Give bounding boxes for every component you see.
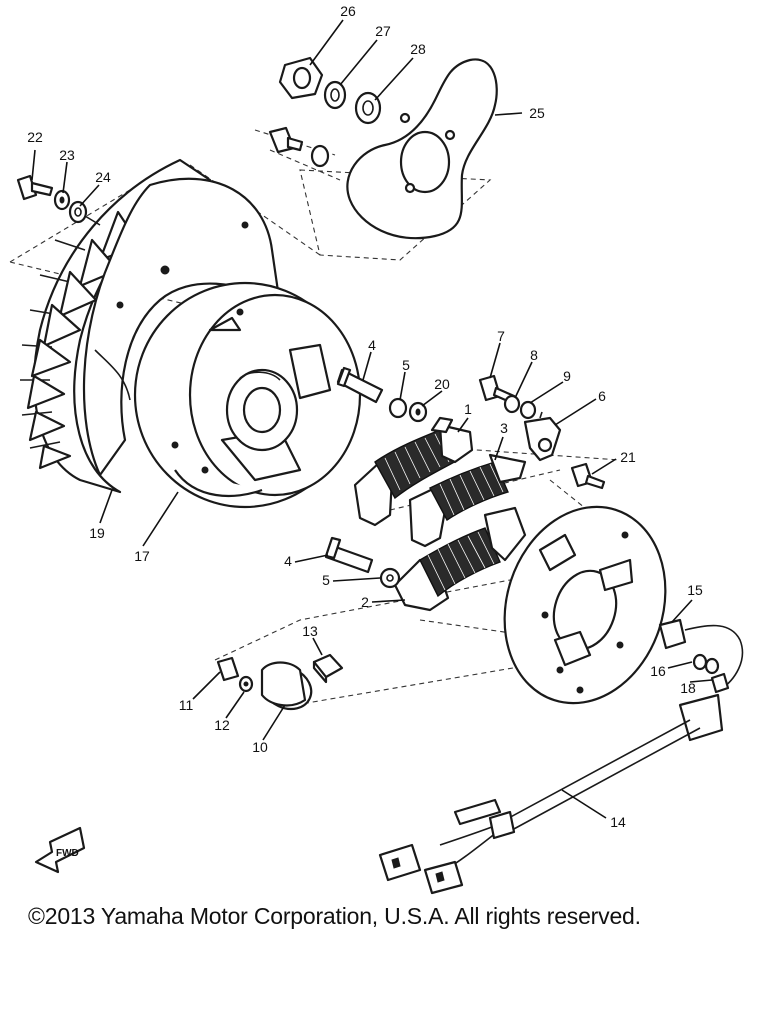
nut-26[interactable] (278, 56, 324, 100)
callout-26: 26 (340, 3, 356, 19)
washer-12[interactable] (238, 675, 254, 693)
callout-8: 8 (530, 347, 538, 363)
washer-17[interactable] (692, 653, 720, 675)
screw-20[interactable] (570, 462, 606, 490)
callout-5-lower: 5 (322, 572, 330, 588)
coil-3[interactable] (408, 453, 527, 548)
callout-1: 1 (464, 401, 472, 417)
callout-25: 25 (529, 105, 545, 121)
contact-breaker-6[interactable] (523, 411, 562, 462)
callout-18: 20 (434, 376, 450, 392)
washer-5-upper[interactable] (388, 397, 408, 419)
screw-4-lower[interactable] (324, 536, 374, 574)
wire-harness-14[interactable] (378, 693, 724, 895)
callout-4-upper: 4 (368, 337, 376, 353)
callout-28: 28 (410, 41, 426, 57)
washer-24[interactable] (68, 200, 88, 224)
callout-7: 7 (497, 328, 505, 344)
callout-13: 13 (302, 623, 318, 639)
washer-5-lower[interactable] (379, 567, 401, 589)
callout-11: 11 (179, 697, 194, 713)
coil-1[interactable] (353, 416, 474, 527)
callout-3: 3 (500, 420, 508, 436)
callout-2: 2 (361, 594, 369, 610)
callout-21: 19 (89, 525, 105, 541)
callout-24: 24 (95, 169, 111, 185)
callout-23: 23 (59, 147, 75, 163)
screw-plate[interactable] (268, 126, 330, 168)
rotor-19[interactable] (133, 281, 362, 509)
washer-28[interactable] (354, 91, 382, 125)
washer-8[interactable] (503, 394, 521, 414)
block-13[interactable] (312, 653, 344, 684)
condenser-10[interactable] (256, 659, 318, 716)
callout-5-upper: 5 (402, 357, 410, 373)
callout-6: 6 (598, 388, 606, 404)
callout-22: 22 (27, 129, 43, 145)
callout-10: 10 (252, 739, 268, 755)
callout-19: 17 (134, 548, 150, 564)
forward-arrow-icon: FWD (34, 826, 86, 874)
callout-9: 9 (563, 368, 571, 384)
flywheel-fan-21[interactable] (20, 158, 282, 494)
callout-leaders (31, 19, 713, 819)
washer-9[interactable] (519, 400, 537, 420)
washer-23[interactable] (53, 189, 71, 211)
spring-washer-27[interactable] (323, 80, 347, 110)
screw-4-upper[interactable] (336, 366, 384, 404)
callout-17: 16 (650, 663, 666, 679)
coil-2[interactable] (393, 506, 527, 612)
callout-14: 14 (610, 814, 626, 830)
callout-16: 18 (680, 680, 696, 696)
callout-labels: 26 27 28 25 22 23 24 4 5 20 7 8 9 6 1 3 … (27, 3, 703, 830)
callout-12: 12 (214, 717, 230, 733)
plate-25[interactable] (346, 58, 498, 240)
fwd-label: FWD (56, 848, 79, 859)
screw-11[interactable] (216, 656, 240, 682)
stator-base-plate[interactable] (480, 486, 690, 724)
copyright-notice: ©2013 Yamaha Motor Corporation, U.S.A. A… (28, 903, 641, 929)
washer-18[interactable] (408, 401, 428, 423)
callout-20: 21 (620, 449, 636, 465)
screw-16[interactable] (710, 672, 730, 694)
callout-15: 15 (687, 582, 703, 598)
callout-27: 27 (375, 23, 391, 39)
parts-exploded-diagram: FWD 26 27 28 2 (9, 3, 744, 895)
callout-4-lower: 4 (284, 553, 292, 569)
bolt-22[interactable] (16, 174, 54, 201)
